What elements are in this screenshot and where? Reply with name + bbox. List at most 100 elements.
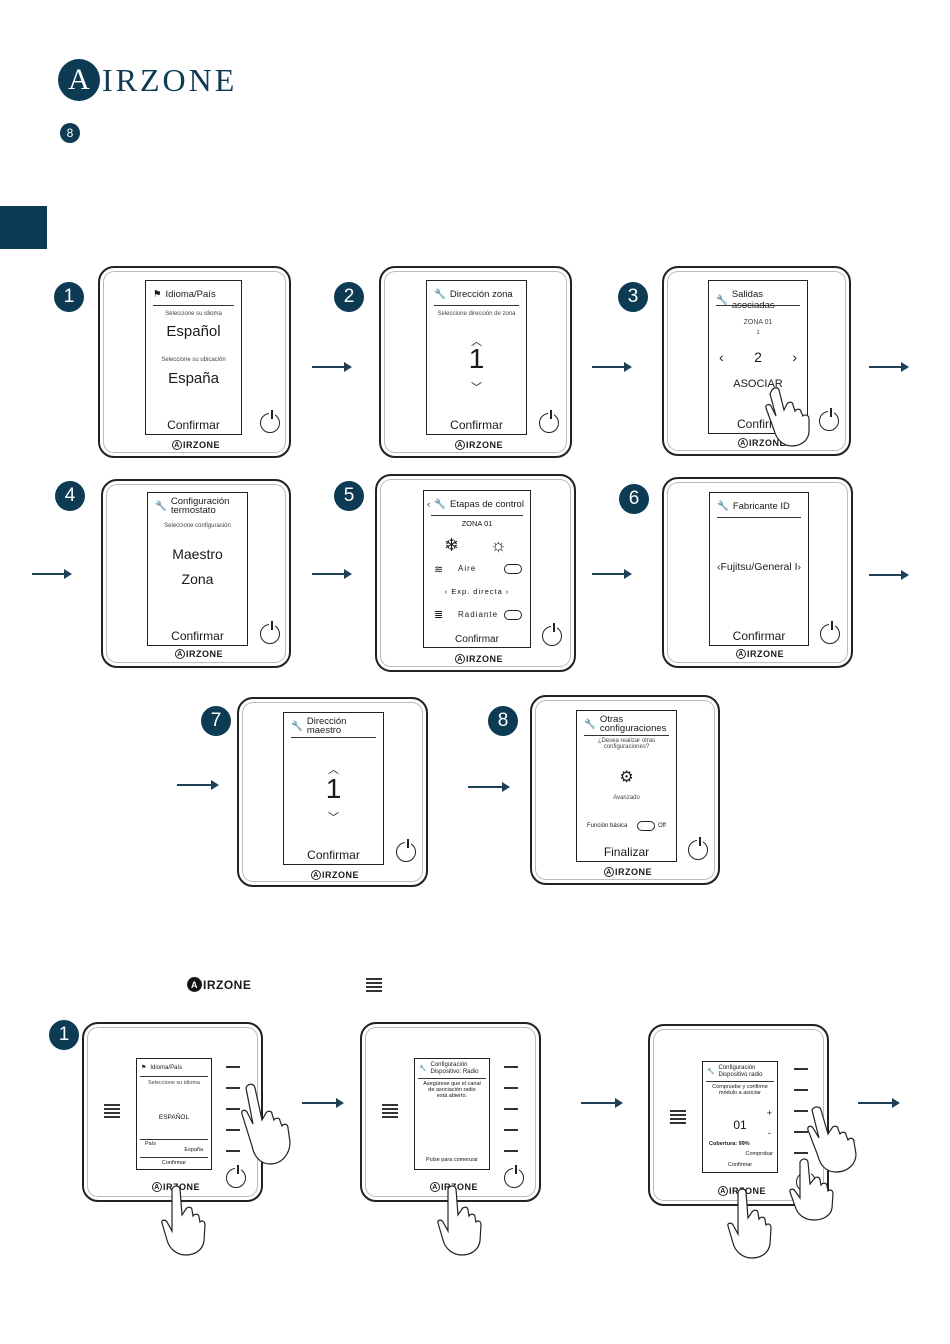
snowflake-icon[interactable]: ❄ (444, 535, 460, 555)
menu-list-icon (366, 978, 382, 994)
gear-icon[interactable]: ⚙ (619, 769, 634, 786)
power-icon[interactable] (539, 410, 559, 433)
power-icon[interactable] (504, 1165, 524, 1188)
power-icon[interactable] (688, 837, 708, 860)
confirm-button[interactable]: Confirmar (171, 629, 224, 643)
menu-list-icon[interactable] (382, 1104, 398, 1120)
step-badge: 6 (619, 484, 649, 514)
screen-title: 🔧Salidas asociadas (716, 289, 775, 311)
wrench-icon: 🔧 (584, 718, 596, 730)
power-icon[interactable] (260, 410, 280, 433)
fan-icon: ≋ (434, 564, 444, 576)
zone-label: ZONA 01 (461, 519, 493, 528)
key-1[interactable] (794, 1068, 808, 1070)
key-5[interactable] (504, 1150, 518, 1152)
key-4[interactable] (504, 1129, 518, 1131)
chevron-down-icon[interactable]: ﹀ (328, 812, 339, 824)
chevron-up-icon[interactable]: ︿ (471, 336, 482, 348)
key-5[interactable] (226, 1150, 240, 1152)
power-icon[interactable] (396, 839, 416, 862)
confirm-button[interactable]: Confirmar (727, 1162, 753, 1168)
key-4[interactable] (226, 1129, 240, 1131)
power-icon[interactable] (819, 408, 839, 431)
key-2[interactable] (504, 1087, 518, 1089)
chevron-right-icon[interactable]: › (792, 349, 797, 365)
location-value[interactable]: España (168, 370, 219, 387)
key-5[interactable] (794, 1152, 808, 1154)
confirm-button[interactable]: Confirmar (732, 629, 786, 643)
screen-title: 🔧Fabricante ID (717, 501, 790, 512)
associate-button[interactable]: ASOCIAR (733, 378, 783, 390)
language-value[interactable]: ESPAÑOL (158, 1114, 190, 1121)
arrow (302, 1098, 344, 1108)
key-2[interactable] (226, 1087, 240, 1089)
radiant-toggle[interactable] (504, 610, 522, 620)
chevron-left-icon[interactable]: ‹ (716, 561, 721, 573)
screen-title: ‹ 🔧Etapas de control (427, 499, 524, 510)
sun-icon[interactable]: ☼ (490, 535, 507, 555)
mode-selector[interactable]: ‹ Exp. directa › (444, 587, 510, 596)
check-button[interactable]: Comprobar (745, 1151, 773, 1157)
divider (706, 1081, 774, 1082)
key-3[interactable] (226, 1108, 240, 1110)
key-4[interactable] (794, 1131, 808, 1133)
power-icon[interactable] (226, 1165, 246, 1188)
air-toggle[interactable] (504, 564, 522, 574)
confirm-button[interactable]: Confirm (736, 417, 779, 431)
radio-device: ⚑Idioma/País Seleccione su idioma ESPAÑO… (82, 1022, 263, 1202)
step-badge: 1 (49, 1020, 79, 1050)
power-icon[interactable] (542, 623, 562, 646)
start-button[interactable]: Pulse para comenzar (426, 1157, 478, 1163)
divider (584, 735, 669, 736)
language-label: Seleccione su idioma (148, 1080, 200, 1086)
zone-label: Seleccione dirección de zona (437, 311, 516, 317)
hand-icon (789, 1158, 834, 1221)
plus-button[interactable]: + (766, 1108, 772, 1118)
confirm-button[interactable]: Confirmar (455, 634, 499, 645)
minus-button[interactable]: - (768, 1128, 771, 1138)
chevron-left-icon[interactable]: ‹ (427, 499, 431, 510)
logo-disc: A (58, 59, 100, 101)
chevron-up-icon[interactable]: ︿ (328, 764, 339, 776)
output-value: 2 (754, 349, 762, 365)
key-3[interactable] (504, 1108, 518, 1110)
manufacturer-selector[interactable]: ‹Fujitsu/General I› (716, 561, 802, 573)
thermostat-device: 🔧Salidas asociadas ZONA 01 1 ‹ 2 › ASOCI… (662, 266, 851, 456)
wrench-icon: 🔧 (717, 501, 729, 512)
chevron-right-icon[interactable]: › (797, 561, 802, 573)
screen-title: ⚑Idioma/País (141, 1064, 183, 1072)
language-value[interactable]: Español (166, 323, 221, 340)
basic-function-toggle[interactable] (637, 821, 655, 831)
off-label: Off (658, 823, 666, 829)
menu-list-icon[interactable] (670, 1110, 686, 1126)
key-1[interactable] (504, 1066, 518, 1068)
option-zone[interactable]: Zona (181, 571, 214, 587)
country-value[interactable]: España (184, 1147, 203, 1153)
power-icon[interactable] (820, 621, 840, 644)
advanced-label: Avanzado (613, 795, 640, 801)
confirm-button[interactable]: Confirmar (167, 418, 220, 432)
confirm-button[interactable]: Confirmar (161, 1160, 187, 1166)
arrow (312, 362, 352, 372)
finish-button[interactable]: Finalizar (603, 845, 650, 859)
thermostat-screen: ⚑Idioma/País Seleccione su idioma Españo… (145, 280, 242, 435)
hand-icon (727, 1188, 772, 1259)
key-3[interactable] (794, 1110, 808, 1112)
confirm-button[interactable]: Confirmar (307, 848, 360, 862)
chevron-left-icon[interactable]: ‹ (719, 349, 724, 365)
key-2[interactable] (794, 1089, 808, 1091)
key-1[interactable] (226, 1066, 240, 1068)
menu-list-icon[interactable] (104, 1104, 120, 1120)
confirm-button[interactable]: Confirmar (450, 418, 503, 432)
chevron-down-icon[interactable]: ﹀ (471, 382, 482, 394)
divider (153, 305, 234, 306)
side-tab (0, 206, 47, 249)
option-master[interactable]: Maestro (172, 546, 223, 562)
power-icon[interactable] (260, 621, 280, 644)
